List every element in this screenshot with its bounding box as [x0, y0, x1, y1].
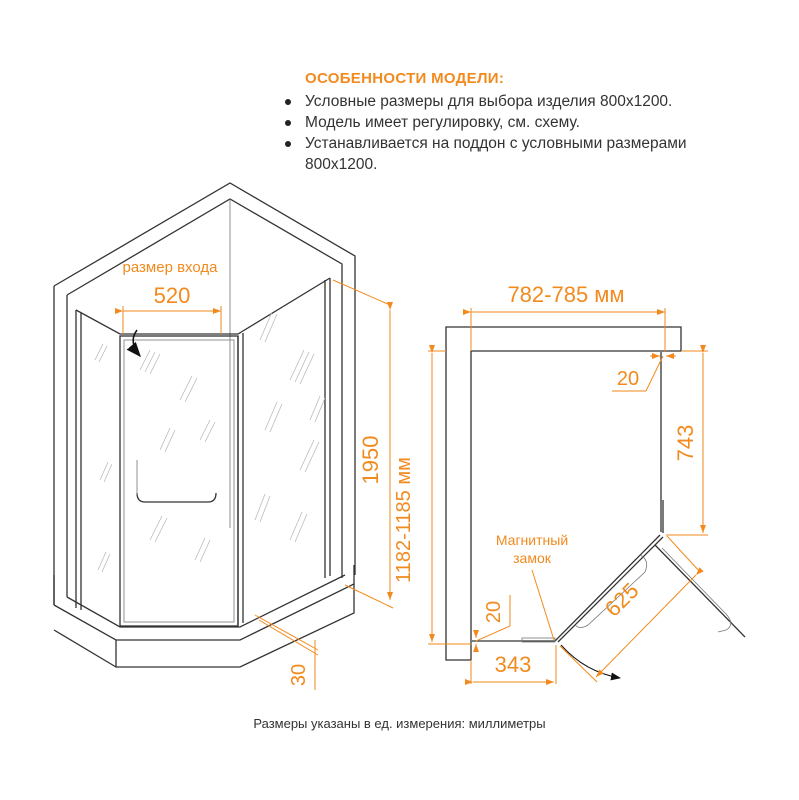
diagonal-panel: [554, 534, 661, 642]
magnet-lock-label-line1: Магнитный: [496, 532, 568, 548]
wall-inner: [66, 198, 343, 578]
isometric-shower-view: размер входа 520 1950 1182-1185 мм 30: [53, 182, 415, 690]
units-note: Размеры указаны в ед. измерения: миллиме…: [253, 716, 546, 731]
tray-height-value: 30: [288, 664, 310, 686]
glass-hatching: [94, 311, 326, 573]
depth-range-value: 1182-1185 мм: [393, 457, 415, 583]
plan-view: 782-785 мм 20 743 625 343 20 Магни: [428, 282, 746, 685]
wall-outer: [53, 182, 356, 575]
bottom-segment-value: 343: [495, 652, 532, 677]
door-open: [654, 544, 746, 638]
adjust-bottom-value: 20: [483, 601, 505, 623]
model-features: ОСОБЕННОСТИ МОДЕЛИ: Условные размеры для…: [283, 70, 763, 175]
height-value: 1950: [358, 436, 383, 485]
door-panel-value: 625: [600, 578, 644, 622]
side-length-value: 743: [673, 425, 698, 462]
entry-width-value: 520: [154, 283, 191, 308]
plan-width-value: 782-785 мм: [507, 282, 624, 307]
entry-label: размер входа: [123, 259, 219, 276]
top-frame: [75, 277, 331, 335]
door-panel[interactable]: [119, 335, 239, 627]
door-handle[interactable]: [136, 492, 217, 503]
wall-plan: [445, 326, 682, 661]
feature-item: Условные размеры для выбора изделия 800x…: [283, 91, 763, 112]
features-title: ОСОБЕННОСТИ МОДЕЛИ:: [305, 70, 505, 87]
feature-item: Модель имеет регулировку, см. схему.: [283, 112, 763, 133]
adjust-top-value: 20: [617, 368, 639, 390]
tray-outline: [53, 565, 355, 641]
features-list: Условные размеры для выбора изделия 800x…: [283, 91, 763, 175]
door-swing-arrow-icon: [126, 329, 141, 358]
feature-item: Устанавливается на поддон с условными ра…: [283, 133, 763, 175]
magnet-lock-label-line2: замок: [513, 550, 552, 566]
